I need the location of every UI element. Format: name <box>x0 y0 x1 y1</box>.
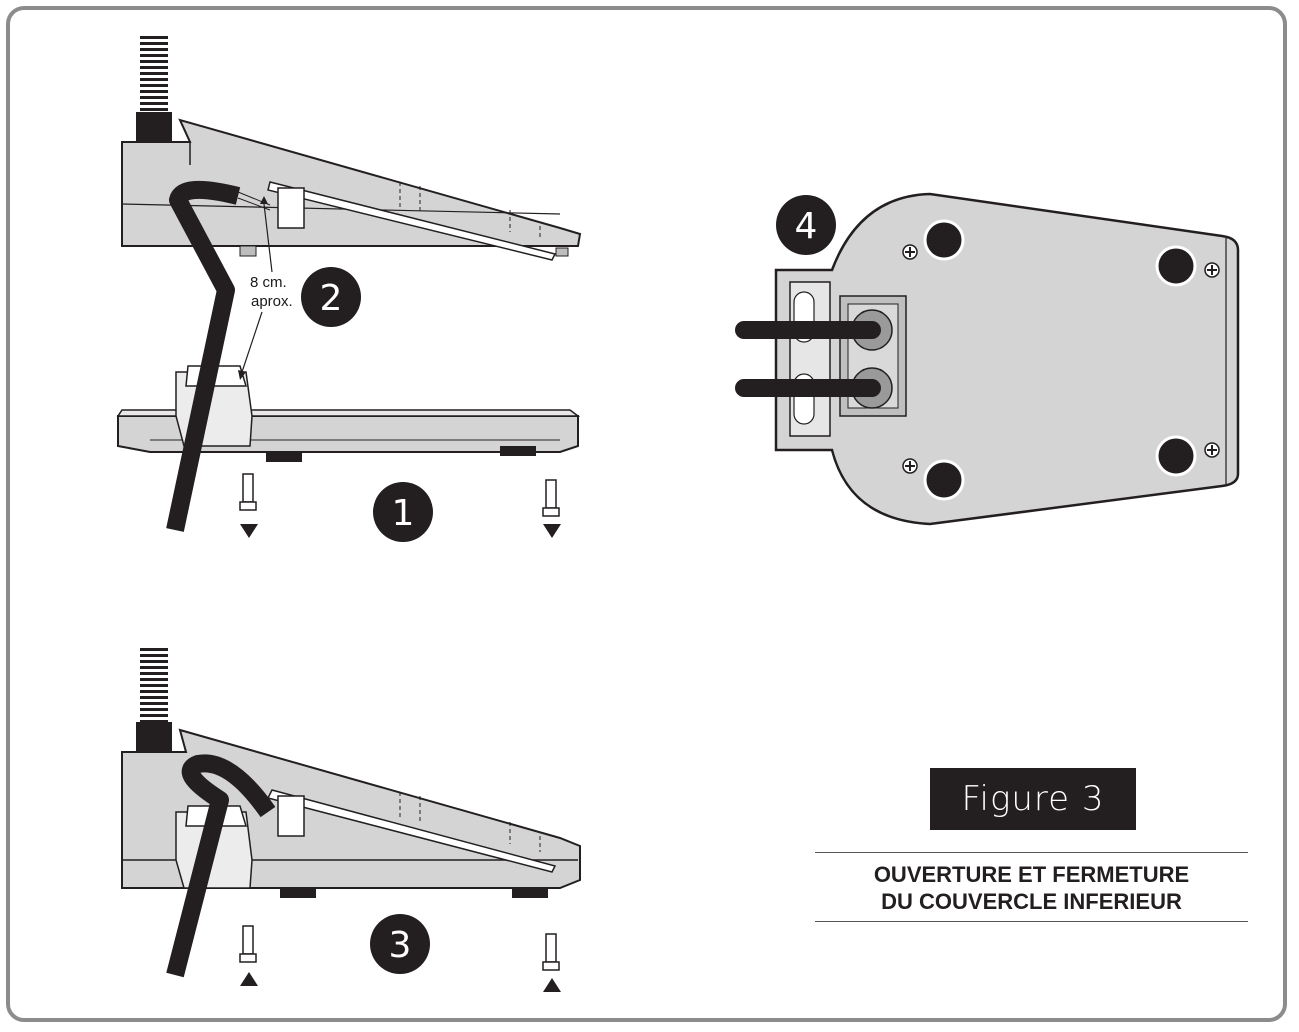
cable-open <box>166 180 241 532</box>
svg-text:4: 4 <box>795 206 818 247</box>
outer-frame <box>6 6 1287 1022</box>
gooseneck-bottom <box>140 646 168 726</box>
step-badge-2: 2 <box>301 267 361 327</box>
step-badge-4: 4 <box>776 195 836 255</box>
cable-closed <box>166 754 276 978</box>
svg-text:1: 1 <box>392 493 415 534</box>
length-annotation: 8 cm. aprox. <box>238 196 293 380</box>
figure-caption: OUVERTURE ET FERMETURE DU COUVERCLE INFE… <box>815 852 1248 922</box>
pedal-upper-cover-open <box>121 36 582 261</box>
caption-line-1: OUVERTURE ET FERMETURE <box>873 862 1190 887</box>
annotation-line-1: 8 cm. <box>250 274 287 291</box>
caption-line-2: DU COUVERCLE INFERIEUR <box>881 889 1182 914</box>
step-badge-1: 1 <box>373 482 433 542</box>
screw-head-icon <box>902 244 1220 474</box>
annotation-line-2: aprox. <box>251 293 293 310</box>
screw-left-up <box>239 925 258 986</box>
svg-text:3: 3 <box>389 925 412 966</box>
svg-text:2: 2 <box>320 278 343 319</box>
screw-right-down <box>542 479 561 538</box>
figure-label: Figure 3 <box>930 768 1136 830</box>
step-badge-3: 3 <box>370 914 430 974</box>
pedal-bottom-view <box>735 192 1240 526</box>
gooseneck-top <box>140 36 168 116</box>
screw-left-down <box>239 473 258 538</box>
screw-right-up <box>542 933 561 992</box>
